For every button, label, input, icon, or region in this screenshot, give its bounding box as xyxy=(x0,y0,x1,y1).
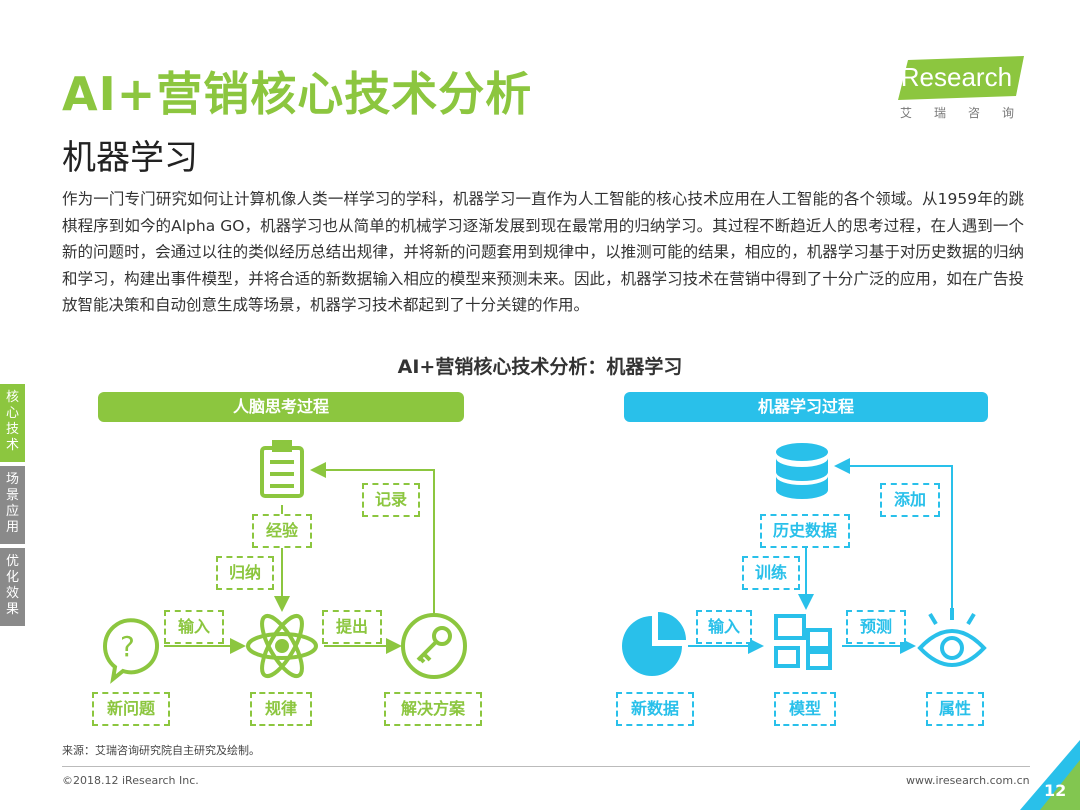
rule-label: 规律 xyxy=(250,692,312,726)
history-data-label: 历史数据 xyxy=(760,514,850,548)
induction-label: 归纳 xyxy=(216,556,274,590)
record-label: 记录 xyxy=(362,483,420,517)
input-label-human: 输入 xyxy=(164,610,224,644)
side-tab-core-tech[interactable]: 核心技术 xyxy=(0,384,25,462)
new-data-label: 新数据 xyxy=(616,692,694,726)
key-icon xyxy=(401,613,467,679)
pie-chart-icon xyxy=(622,612,686,676)
logo-text: iResearch xyxy=(895,62,1013,92)
experience-label: 经验 xyxy=(252,514,312,548)
question-bubble-icon: ? xyxy=(102,618,159,684)
side-tab-scene-apps[interactable]: 场景应用 xyxy=(0,466,25,544)
model-structure-icon xyxy=(774,614,832,670)
website-link[interactable]: www.iresearch.com.cn xyxy=(906,774,1030,787)
add-label: 添加 xyxy=(880,483,940,517)
diagram-title: AI+营销核心技术分析：机器学习 xyxy=(397,356,683,378)
attribute-label: 属性 xyxy=(926,692,984,726)
notepad-icon xyxy=(260,440,304,498)
atom-icon xyxy=(246,613,318,679)
iresearch-logo xyxy=(898,56,1024,100)
solution-label: 解决方案 xyxy=(384,692,482,726)
page-subtitle: 机器学习 xyxy=(62,138,198,178)
eye-icon xyxy=(917,608,987,667)
new-problem-label: 新问题 xyxy=(92,692,170,726)
database-icon xyxy=(776,443,828,499)
train-label: 训练 xyxy=(742,556,800,590)
copyright-text: ©2018.12 iResearch Inc. xyxy=(62,774,199,787)
logo-chinese-text: 艾瑞咨询 xyxy=(900,106,1037,120)
intro-paragraph: 作为一门专门研究如何让计算机像人类一样学习的学科，机器学习一直作为人工智能的核心… xyxy=(62,190,1024,314)
page-title: AI+营销核心技术分析 xyxy=(62,67,533,121)
svg-text:?: ? xyxy=(120,630,135,663)
machine-process-header: 机器学习过程 xyxy=(624,392,988,422)
output-label: 提出 xyxy=(322,610,382,644)
predict-label: 预测 xyxy=(846,610,906,644)
input-label-machine: 输入 xyxy=(696,610,752,644)
side-tab-optimization[interactable]: 优化效果 xyxy=(0,548,25,626)
page-number: 12 xyxy=(1044,781,1067,800)
machine-connectors xyxy=(688,458,953,654)
human-process-header: 人脑思考过程 xyxy=(98,392,464,422)
footer-divider xyxy=(62,766,1030,767)
model-label: 模型 xyxy=(774,692,836,726)
source-note: 来源：艾瑞咨询研究院自主研究及绘制。 xyxy=(62,744,260,757)
